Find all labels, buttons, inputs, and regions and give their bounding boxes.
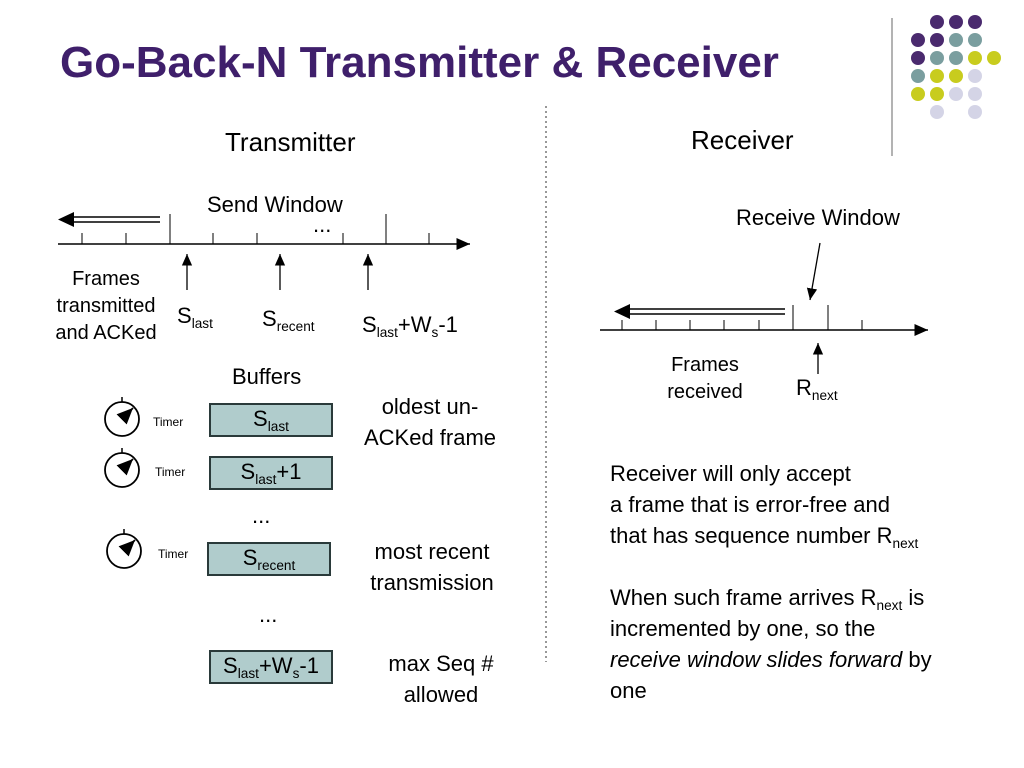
s-last-label: Slast	[177, 303, 213, 331]
decorative-dot	[968, 105, 982, 119]
decorative-dot	[949, 33, 963, 47]
decorative-dot	[930, 51, 944, 65]
decorative-dot	[949, 69, 963, 83]
buffer-slot: Slast+1	[209, 456, 333, 490]
receiver-heading: Receiver	[691, 125, 794, 155]
transmitter-heading: Transmitter	[225, 127, 356, 157]
note-max-seq: max Seq # allowed	[388, 651, 494, 707]
send-window-label: Send Window	[207, 192, 343, 217]
buffer-gap-ellipsis: ...	[252, 503, 271, 528]
page-title: Go-Back-N Transmitter & Receiver	[60, 38, 779, 87]
timer-label: Timer	[155, 465, 186, 479]
receiver-slide-paragraph: When such frame arrives Rnext is increme…	[610, 585, 932, 703]
decorative-dot	[911, 33, 925, 47]
decorative-dot	[987, 51, 1001, 65]
transmitter-backward-arrow	[58, 212, 160, 227]
decorative-dot	[968, 87, 982, 101]
decorative-dot	[968, 15, 982, 29]
timer-label: Timer	[158, 547, 189, 561]
decorative-dot	[930, 87, 944, 101]
note-oldest-unacked: oldest un- ACKed frame	[363, 394, 497, 450]
timer-icon	[106, 529, 142, 569]
receiver-timeline	[600, 305, 928, 336]
buffer-slot: Slast	[209, 403, 333, 437]
transmitter-timeline	[58, 214, 470, 250]
decorative-dot	[911, 87, 925, 101]
send-window-ellipsis: ...	[313, 212, 332, 237]
decorative-dot	[930, 33, 944, 47]
decorative-dot	[930, 15, 944, 29]
timer-label: Timer	[153, 415, 184, 429]
receive-window-pointer-arrow	[806, 242, 821, 301]
decorative-dot	[968, 51, 982, 65]
note-most-recent: most recent transmission	[370, 539, 494, 595]
timer-icon	[104, 448, 140, 488]
decorative-dot	[949, 15, 963, 29]
frames-received-label: Frames received	[667, 354, 743, 403]
s-max-label: Slast+Ws-1	[362, 312, 458, 340]
timer-icon	[104, 397, 140, 437]
buffer-slot: Slast+Ws-1	[209, 650, 333, 684]
receive-window-label: Receive Window	[736, 205, 900, 230]
buffer-gap-ellipsis: ...	[259, 602, 278, 627]
s-recent-label: Srecent	[262, 306, 315, 334]
decorative-dot	[911, 69, 925, 83]
buffers-heading: Buffers	[232, 364, 302, 389]
receiver-backward-arrow	[614, 304, 785, 319]
decorative-dot	[949, 87, 963, 101]
receiver-rule-paragraph: Receiver will only accept a frame that i…	[610, 461, 919, 551]
frames-acked-label: Frames transmitted and ACKed	[55, 268, 157, 344]
decorative-dot	[930, 105, 944, 119]
decorative-dot	[930, 69, 944, 83]
decorative-dot	[911, 51, 925, 65]
r-next-label: Rnext	[796, 375, 838, 403]
buffer-slot: Srecent	[207, 542, 331, 576]
decorative-dot	[968, 33, 982, 47]
decorative-dot-grid	[911, 15, 1001, 119]
decorative-dot	[949, 51, 963, 65]
decorative-dot	[968, 69, 982, 83]
